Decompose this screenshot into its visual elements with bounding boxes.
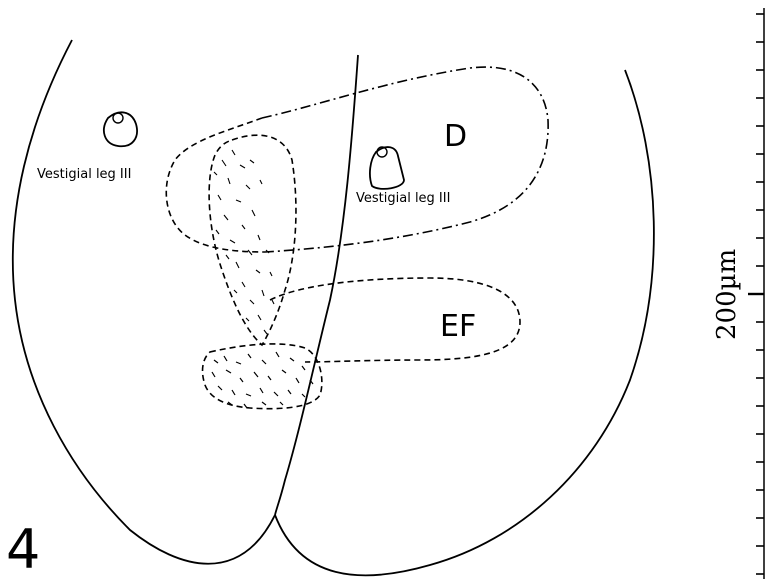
left-body-outline: [13, 40, 275, 564]
elongated-organ-stipple: [214, 150, 274, 334]
panel-number: 4: [6, 518, 40, 579]
region-label-ef: EF: [440, 309, 476, 344]
elongated-organ-outline: [209, 135, 296, 345]
vestigial-leg-left-icon: [104, 112, 137, 146]
central-seam: [275, 55, 358, 515]
left-leg-region-outline: [166, 118, 265, 252]
scale-bar-label: 200µm: [712, 249, 742, 340]
ef-region-outline: [270, 278, 520, 362]
leg-label-left: Vestigial leg III: [37, 167, 131, 182]
region-label-dorsal: D: [444, 119, 467, 154]
dorsal-region-outline: [262, 67, 548, 252]
leg-label-right: Vestigial leg III: [356, 191, 450, 206]
scale-bar-ticks: [748, 14, 764, 574]
basal-organ-outline: [203, 344, 322, 409]
scale-bar: 200µm: [712, 8, 764, 579]
vestigial-leg-right-icon: [370, 147, 404, 189]
basal-organ-stipple: [212, 352, 313, 408]
